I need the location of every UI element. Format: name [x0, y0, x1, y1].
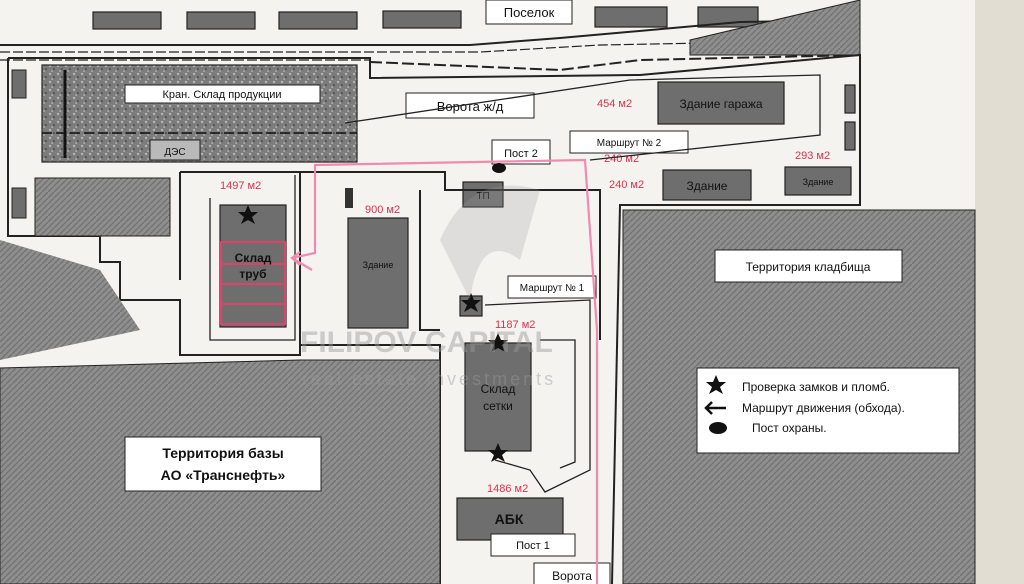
guard-post-icon: [709, 422, 727, 434]
zdanie1-label: Здание: [363, 260, 394, 270]
star-icon: [238, 205, 258, 224]
garage-building: [657, 81, 785, 125]
route1-path: [484, 299, 591, 493]
star-icon: [488, 443, 508, 462]
star-icon: [706, 375, 726, 394]
sklad-setki-label-2: сетки: [483, 399, 513, 413]
pink-route: [291, 158, 599, 584]
legend-item-1: Проверка замков и пломб.: [742, 380, 890, 394]
poselok-label: Поселок: [504, 5, 555, 20]
paper-edge: [975, 0, 1024, 584]
zdanie2-label: Здание: [687, 179, 728, 193]
area-240: 240 м2: [609, 179, 644, 191]
left-building-1: [34, 177, 171, 237]
area-1497: 1497 м2: [220, 180, 261, 192]
building-240: [662, 169, 752, 201]
vorota-label: Ворота: [552, 569, 592, 583]
right-edge-building-1: [844, 84, 856, 114]
post2-label: Пост 2: [504, 148, 538, 160]
sklad-trub-label-2: труб: [239, 267, 266, 281]
building-900: [347, 217, 409, 329]
zdanie-garazha-label: Здание гаража: [679, 97, 762, 111]
territoriya-bazy-label-1: Территория базы: [162, 445, 283, 461]
pipes-warehouse: [219, 204, 287, 328]
legend-item-2: Маршрут движения (обхода).: [742, 401, 905, 415]
right-edge-building-2: [844, 121, 856, 151]
area-454: 454 м2: [597, 98, 632, 110]
settlement-buildings: [92, 6, 759, 30]
abk-label: АБК: [495, 511, 524, 527]
watermark-line2: real estate investments: [302, 369, 556, 389]
marshrut2-label: Маршрут № 2: [597, 138, 662, 149]
watermark-line1: FILIPOV CAPITAL: [300, 326, 553, 359]
area-900: 900 м2: [365, 204, 400, 216]
marshrut1-label: Маршрут № 1: [520, 283, 585, 294]
star-icon: [461, 293, 481, 312]
central-roads: [179, 171, 601, 345]
left-hatched-zone: [0, 240, 140, 360]
vorota-zd-label: Ворота ж/д: [437, 99, 504, 114]
mesh-warehouse: [464, 342, 532, 452]
territoriya-bazy-label-2: АО «Транснефть»: [161, 467, 286, 483]
route-around-mesh: [540, 339, 576, 469]
territoriya-kladbishcha-label: Территория кладбища: [746, 260, 871, 274]
arrow-left-icon: [704, 401, 726, 415]
watermark-logo: [440, 185, 540, 300]
left-building-3: [11, 69, 27, 99]
left-building-2: [11, 187, 27, 219]
poselok-label-box: Поселок: [485, 0, 573, 25]
legend: Проверка замков и пломб. Маршрут движени…: [696, 367, 960, 454]
sklad-trub-label-1: Склад: [235, 251, 272, 265]
route2-path: [344, 74, 821, 161]
building-293: [784, 166, 852, 196]
small-post: [345, 188, 353, 208]
pipes-red-box-4: [220, 303, 286, 325]
abk-building: [456, 497, 564, 541]
area-1486: 1486 м2: [487, 483, 528, 495]
star-icon: [488, 333, 508, 352]
zdanie3-label: Здание: [803, 177, 834, 187]
pink-route-arrow: [290, 251, 313, 271]
area-293: 293 м2: [795, 150, 830, 162]
des-label: ДЭС: [164, 147, 185, 158]
legend-item-3: Пост охраны.: [752, 421, 827, 435]
guard-post-2-icon: [492, 163, 506, 173]
tp-label: ТП: [476, 191, 489, 202]
kran-sklad-label: Кран. Склад продукции: [163, 89, 282, 101]
post1-label: Пост 1: [516, 540, 550, 552]
sklad-setki-label-1: Склад: [481, 382, 516, 396]
area-1187: 1187 м2: [495, 319, 535, 331]
